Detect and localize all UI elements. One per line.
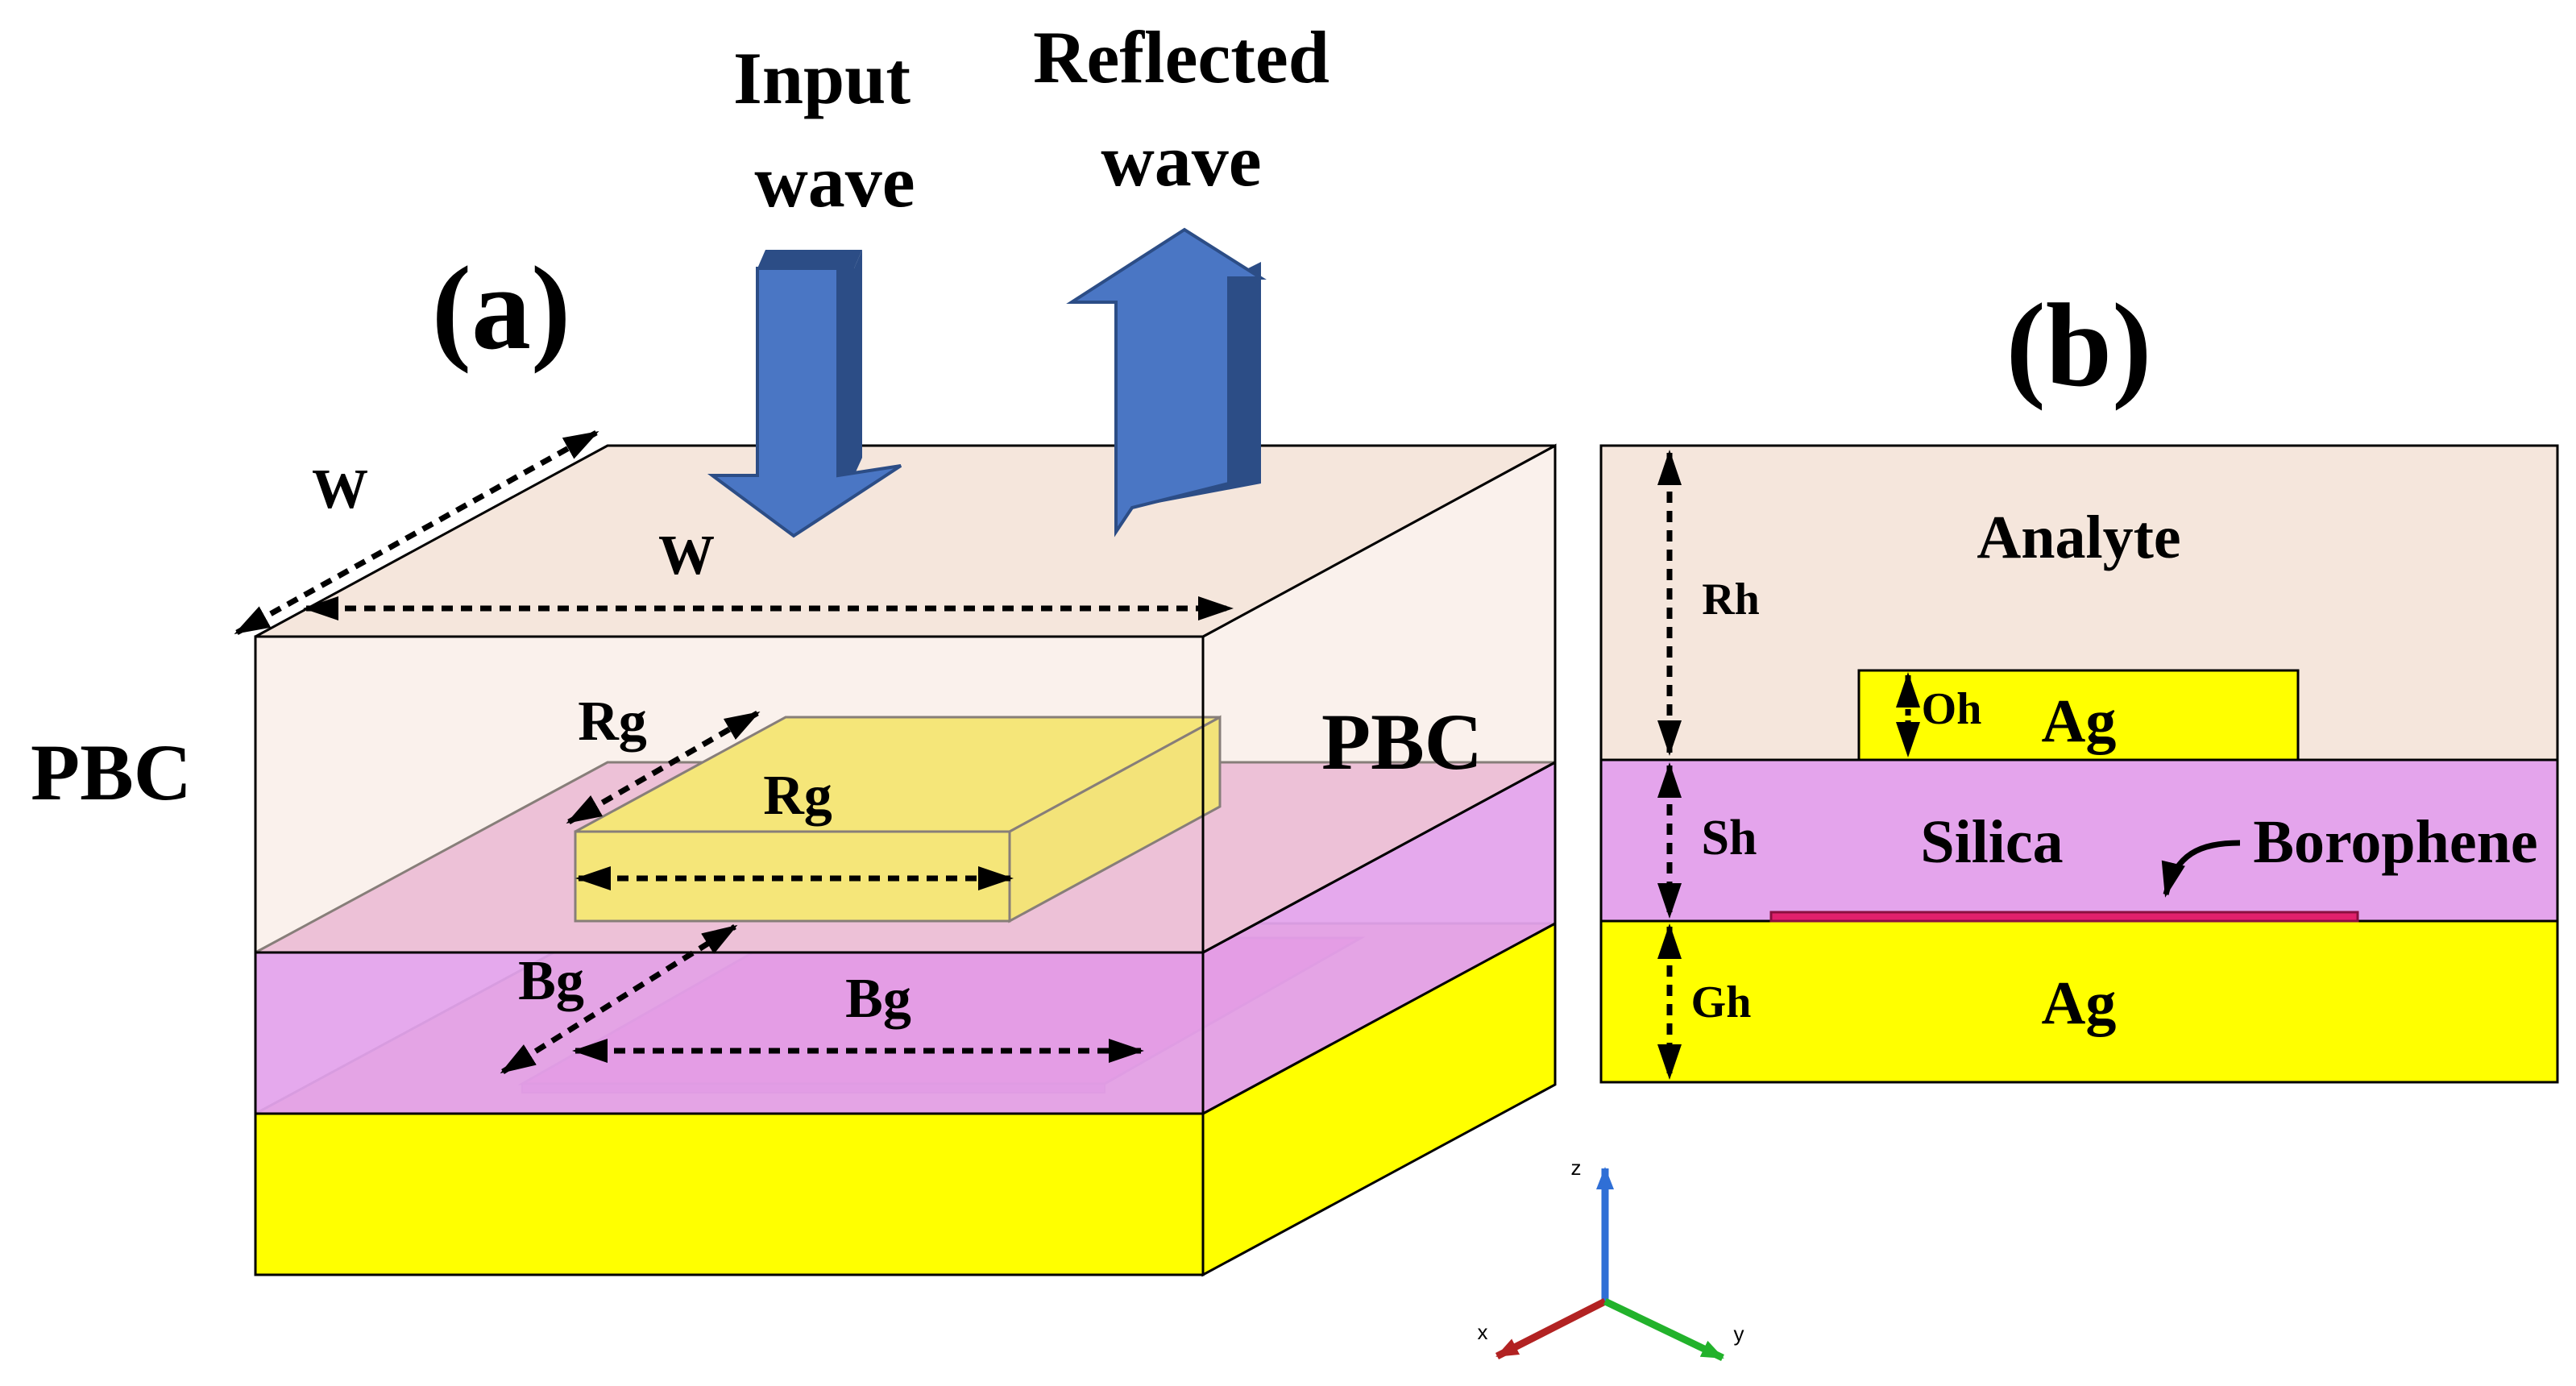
bg-width-label: Bg bbox=[845, 968, 911, 1030]
ag-ground-region bbox=[1599, 919, 2559, 1084]
rh-label: Rh bbox=[1702, 575, 1760, 625]
w-depth-label: W bbox=[312, 459, 368, 521]
pbc-left-label: PBC bbox=[31, 728, 192, 817]
z-axis-label: z bbox=[1571, 1156, 1582, 1180]
rg-depth-dimension bbox=[566, 710, 761, 825]
analyte-label: Analyte bbox=[1977, 504, 2180, 571]
x-axis-line bbox=[1495, 1297, 1607, 1360]
reflected-wave-label-line2: wave bbox=[1101, 119, 1261, 201]
ag-resonator bbox=[1857, 669, 2300, 761]
reflected-wave-label-line1: Reflected bbox=[1033, 16, 1329, 98]
borophene-label: Borophene bbox=[2253, 808, 2537, 876]
w-depth-dimension bbox=[234, 429, 599, 636]
panel-b-label: (b) bbox=[2006, 280, 2152, 412]
oh-label: Oh bbox=[1922, 684, 1982, 734]
silica-front-face bbox=[254, 951, 1205, 1115]
ag-substrate-front-face bbox=[254, 1112, 1205, 1276]
borophene-pointer bbox=[2161, 840, 2241, 898]
bg-depth-label: Bg bbox=[518, 950, 584, 1012]
input-wave-label-line2: wave bbox=[754, 140, 915, 222]
x-axis-label: x bbox=[1478, 1320, 1488, 1344]
input-wave-arrow bbox=[707, 250, 902, 538]
sh-label: Sh bbox=[1702, 811, 1757, 865]
w-width-label: W bbox=[658, 525, 715, 587]
ag-top-label: Ag bbox=[2042, 687, 2117, 755]
pbc-right-label: PBC bbox=[1321, 697, 1483, 786]
silica-label: Silica bbox=[1920, 808, 2063, 876]
gh-label: Gh bbox=[1691, 977, 1752, 1027]
borophene-strip bbox=[1769, 911, 2359, 923]
rg-width-label: Rg bbox=[763, 765, 832, 827]
panel-a-label: (a) bbox=[432, 243, 571, 375]
rg-depth-label: Rg bbox=[578, 691, 647, 753]
y-axis-line bbox=[1603, 1297, 1724, 1362]
silica-region bbox=[1599, 758, 2559, 923]
coordinate-axes: z x y bbox=[1478, 1156, 1744, 1362]
y-axis-label: y bbox=[1734, 1322, 1744, 1346]
reflected-wave-arrow bbox=[1066, 227, 1267, 537]
panel-b: (b) Analyte Rh Oh Ag Sh Silica Borophene… bbox=[1599, 280, 2559, 1084]
ag-bottom-label: Ag bbox=[2042, 969, 2117, 1037]
input-wave-label-line1: Input bbox=[733, 37, 911, 119]
panel-a: (a) Input wave Reflected wave PBC PBC W … bbox=[31, 16, 1557, 1277]
bg-depth-dimension bbox=[500, 924, 738, 1074]
analyte-front-face bbox=[254, 635, 1205, 954]
